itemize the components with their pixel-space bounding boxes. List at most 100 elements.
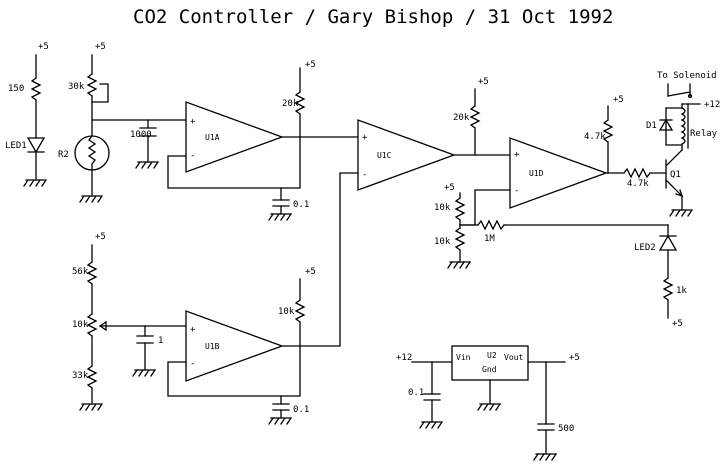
svg-text:+: + [190, 117, 196, 127]
relay-coil [680, 107, 686, 145]
driver-section: +5 4.7k 4.7k Q1 D1 Relay +12 To Solenoid [584, 71, 720, 329]
svg-text:0.1: 0.1 [408, 388, 424, 398]
svg-text:+: + [362, 133, 368, 143]
ground-c1 [132, 369, 156, 377]
svg-text:+5: +5 [444, 183, 455, 193]
svg-text:To Solenoid: To Solenoid [657, 71, 717, 81]
d1-diode [658, 118, 674, 131]
u1a-output-network: +5 20k 0.1 [268, 60, 359, 221]
svg-text:U1B: U1B [205, 342, 220, 351]
svg-text:U1A: U1A [205, 133, 220, 142]
ground-r2 [79, 195, 103, 203]
svg-text:U1C: U1C [377, 151, 392, 160]
u2-regulator: +12 Vin U2 Vout Gnd +5 0.1 500 [396, 345, 580, 461]
r47k-a-resistor [602, 119, 614, 143]
svg-text:+5: +5 [305, 60, 316, 70]
ground-c500 [533, 453, 557, 461]
led2-diode [658, 234, 678, 251]
r56k-resistor [86, 261, 98, 285]
svg-text:+5: +5 [672, 319, 683, 329]
u1c-opamp: + - U1C [299, 119, 456, 347]
ground-r33k [79, 403, 103, 411]
svg-text:0.1: 0.1 [293, 200, 309, 210]
svg-text:1M: 1M [484, 234, 495, 244]
svg-text:-: - [190, 151, 195, 161]
svg-text:+5: +5 [38, 42, 49, 52]
r20k-a-resistor [294, 91, 306, 115]
svg-text:Vout: Vout [504, 353, 523, 362]
ground-c01-c [419, 421, 443, 429]
svg-text:+5: +5 [613, 95, 624, 105]
reference-divider: +5 56k 10k 33k 1 [72, 232, 187, 411]
u2-box [451, 345, 529, 381]
ground-c01-b [268, 417, 292, 425]
r10k-a-resistor [454, 197, 466, 221]
ground-led1 [23, 179, 47, 187]
svg-text:10k: 10k [72, 320, 89, 330]
svg-text:10k: 10k [434, 203, 451, 213]
svg-text:+12: +12 [704, 100, 720, 110]
schematic-title: CO2 Controller / Gary Bishop / 31 Oct 19… [133, 6, 613, 28]
svg-text:Gnd: Gnd [482, 365, 497, 374]
u1d-section: +5 20k + - U1D +5 10k 10k 1M [434, 77, 669, 269]
svg-text:U1D: U1D [529, 169, 544, 178]
svg-text:33k: 33k [72, 371, 89, 381]
svg-text:Q1: Q1 [670, 170, 681, 180]
svg-text:4.7k: 4.7k [627, 179, 649, 189]
svg-text:Vin: Vin [456, 353, 471, 362]
svg-text:LED1: LED1 [5, 141, 27, 151]
r47k-b-resistor [623, 167, 651, 179]
svg-text:+5: +5 [478, 77, 489, 87]
svg-text:R2: R2 [58, 150, 69, 160]
ground-u2 [477, 403, 501, 411]
svg-text:+: + [190, 325, 196, 335]
ground-c01-a [268, 213, 292, 221]
ground-c1000 [135, 161, 159, 169]
svg-text:U2: U2 [487, 351, 497, 360]
ground-q1 [669, 209, 693, 217]
svg-text:+5: +5 [95, 42, 106, 52]
u1b-opamp: + - U1B [167, 310, 301, 397]
r10k-potentiometer [86, 313, 98, 337]
svg-text:-: - [190, 359, 195, 369]
r1m-resistor [477, 219, 505, 231]
svg-text:+12: +12 [396, 353, 412, 363]
led1-branch: +5 150 LED1 [5, 42, 49, 187]
svg-text:0.1: 0.1 [293, 405, 309, 415]
r20k-b-resistor [469, 105, 481, 129]
svg-text:-: - [362, 170, 367, 180]
r10k-c-resistor [294, 299, 306, 323]
svg-text:+5: +5 [305, 267, 316, 277]
svg-text:1000: 1000 [130, 130, 152, 140]
svg-text:56k: 56k [72, 267, 89, 277]
svg-text:10k: 10k [278, 307, 295, 317]
r150-resistor [30, 77, 42, 101]
u1b-output-network: +5 10k 0.1 [268, 267, 316, 425]
svg-text:30k: 30k [68, 82, 85, 92]
svg-text:-: - [514, 186, 519, 196]
r1k-resistor [662, 277, 674, 301]
sensor-section: +5 30k R2 1000 [58, 42, 187, 203]
r30k-potentiometer [86, 73, 98, 97]
svg-text:150: 150 [8, 84, 24, 94]
svg-text:1: 1 [158, 336, 163, 346]
r33k-resistor [86, 365, 98, 389]
svg-text:1k: 1k [676, 286, 687, 296]
svg-text:+: + [514, 150, 520, 160]
svg-text:Relay: Relay [690, 129, 718, 139]
svg-text:+5: +5 [569, 353, 580, 363]
svg-text:D1: D1 [646, 121, 657, 131]
ground-r10k-b [447, 261, 471, 269]
led1-diode [26, 137, 46, 154]
svg-text:20k: 20k [453, 113, 470, 123]
svg-text:20k: 20k [282, 99, 299, 109]
u1a-opamp: + - U1A [167, 101, 301, 189]
svg-text:10k: 10k [434, 237, 451, 247]
svg-text:500: 500 [558, 424, 574, 434]
svg-text:LED2: LED2 [634, 243, 656, 253]
svg-text:+5: +5 [95, 232, 106, 242]
svg-text:4.7k: 4.7k [584, 132, 606, 142]
r10k-b-resistor [454, 227, 466, 251]
